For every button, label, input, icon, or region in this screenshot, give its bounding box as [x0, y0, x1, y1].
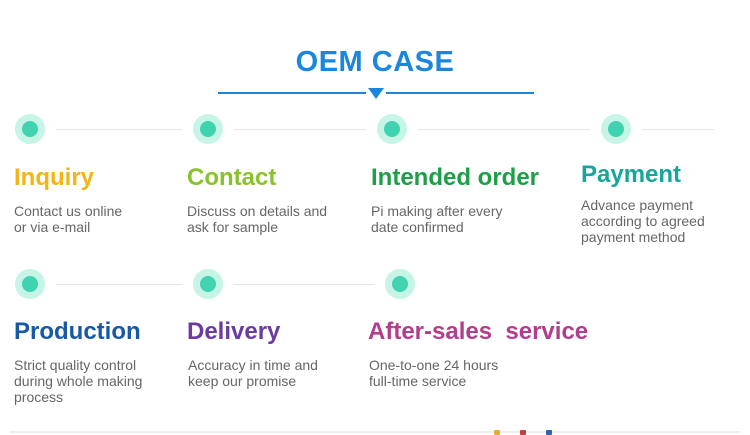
page-title: OEM CASE	[295, 46, 455, 78]
connector-line	[56, 129, 182, 130]
step-dot-icon	[601, 114, 631, 144]
chevron-down-icon	[368, 88, 384, 99]
step-title-intended-order: Intended order	[371, 164, 540, 191]
connector-line	[418, 129, 590, 130]
bottom-divider	[10, 431, 740, 433]
step-title-production: Production	[14, 318, 141, 345]
step-dot-icon	[385, 269, 415, 299]
connector-line	[234, 284, 374, 285]
step-title-payment: Payment	[581, 161, 682, 188]
connector-line	[56, 284, 182, 285]
title-underline-right	[386, 92, 534, 94]
partial-graphic	[520, 430, 526, 435]
step-title-contact: Contact	[187, 164, 277, 191]
step-dot-icon	[193, 114, 223, 144]
step-dot-icon	[15, 114, 45, 144]
partial-graphic	[546, 430, 552, 435]
connector-line	[642, 129, 714, 130]
partial-graphic	[494, 430, 500, 435]
step-title-after-sales-service: After-sales service	[368, 318, 589, 345]
step-title-delivery: Delivery	[187, 318, 281, 345]
title-underline-left	[218, 92, 366, 94]
step-title-inquiry: Inquiry	[14, 164, 95, 191]
step-dot-icon	[193, 269, 223, 299]
step-dot-icon	[377, 114, 407, 144]
step-dot-icon	[15, 269, 45, 299]
connector-line	[234, 129, 366, 130]
